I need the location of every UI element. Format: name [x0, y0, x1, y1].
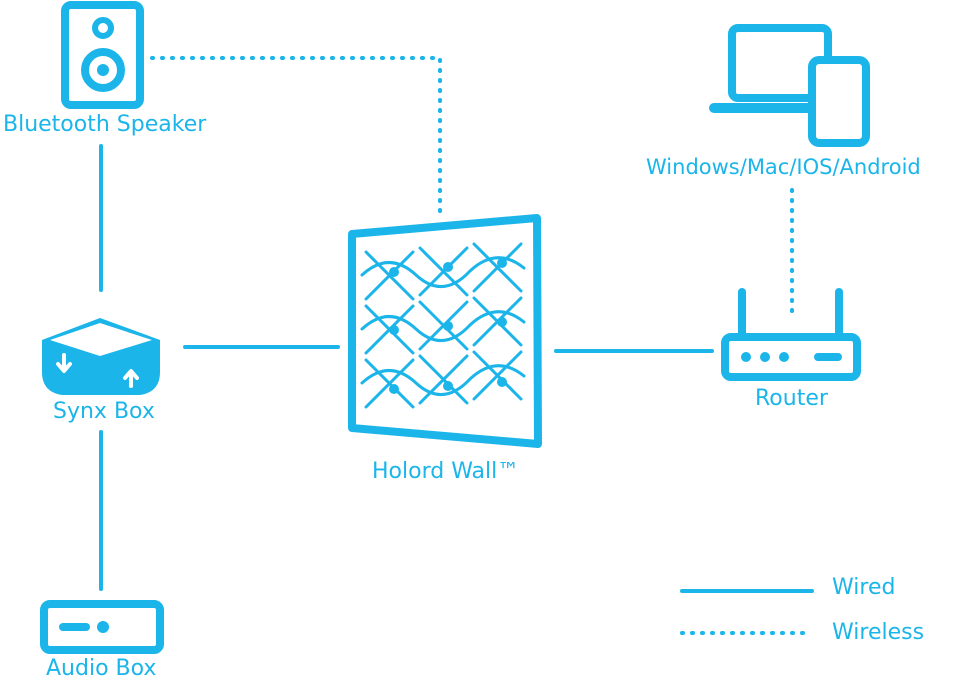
- router-icon: [721, 288, 861, 381]
- holord-wall-label: Holord Wall™: [372, 459, 520, 484]
- router-label: Router: [755, 386, 828, 411]
- speaker-label: Bluetooth Speaker: [3, 112, 207, 137]
- audio-box-icon: [40, 600, 164, 654]
- speaker-icon: [61, 1, 144, 109]
- holord-wall-icon: [348, 214, 542, 448]
- devices-label: Windows/Mac/IOS/Android: [646, 155, 921, 179]
- audio-box-label: Audio Box: [46, 656, 157, 681]
- legend-wireless-label: Wireless: [832, 620, 925, 645]
- link-speaker-wall-wireless: [150, 56, 442, 216]
- legend-wired-label: Wired: [832, 575, 896, 600]
- synx-box-icon: [42, 318, 160, 395]
- synx-box-label: Synx Box: [53, 399, 155, 424]
- laptop-phone-icon: [709, 24, 870, 147]
